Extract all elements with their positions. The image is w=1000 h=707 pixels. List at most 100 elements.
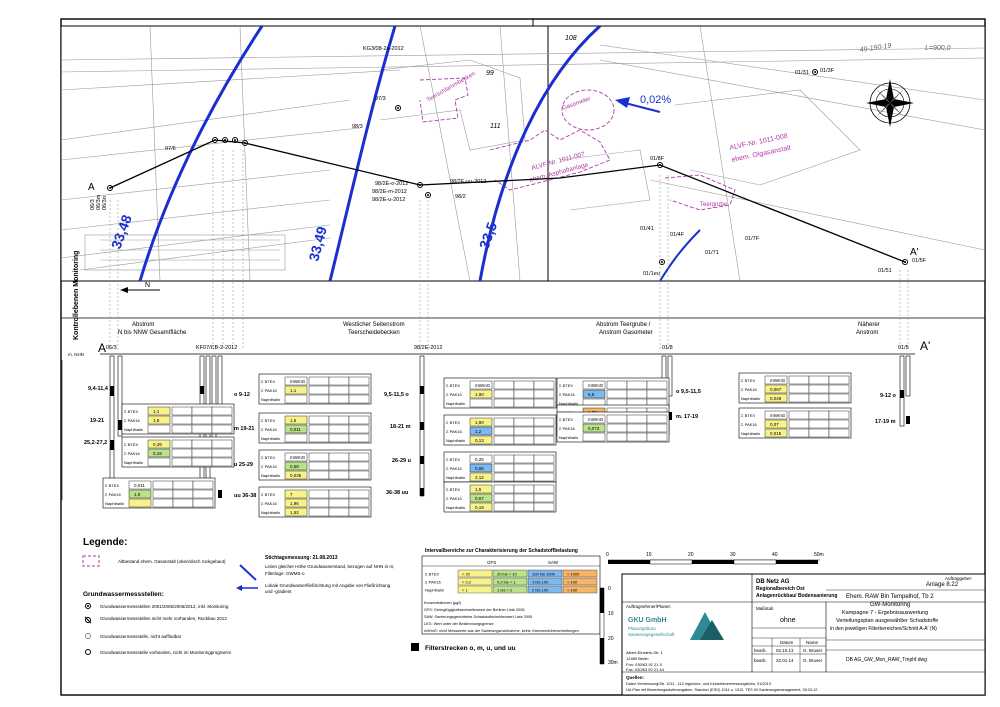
result-value: 6,5 [588,392,595,397]
result-value: 1,5 [290,418,297,423]
result-value: 1,9 [153,418,160,423]
scale-segment [776,560,818,564]
groundwater-contours [138,24,701,282]
well-column-label: KF07/CB-2-2012 [196,345,237,351]
result-empty-cell [308,433,330,443]
result-empty-cell [808,428,830,438]
result-row-label: Σ BTEX [446,487,460,492]
depth-label: 25,2-27,2 [84,440,107,446]
sheet-border [60,18,986,696]
result-row-label: Σ PAK16 [741,387,758,392]
contour-partial [659,229,701,282]
result-value-cell [469,454,493,464]
vscale-seg [600,588,604,613]
result-row-label: Σ BTEX [261,455,275,460]
result-empty-cell [192,489,214,499]
result-empty-cell [493,435,515,445]
result-empty-cell [308,507,330,517]
rating-cell [457,569,493,578]
result-value-cell [764,375,788,385]
rating-cell-value: 2 bis 100 [532,588,549,593]
result-value: mWmG [588,417,604,422]
result-empty-cell [211,448,233,458]
result-row-label: Naphthalin [261,510,280,515]
result-empty-cell [308,461,330,471]
result-value: 0,073 [588,426,600,431]
result-value: 1,5 [475,487,482,492]
result-empty-cell [493,426,515,436]
section-title: Näherer [858,322,880,328]
result-empty-cell [328,461,350,471]
name-col-label: Name [806,640,819,645]
result-empty-cell [191,439,213,449]
rating-cell [562,577,598,586]
depth-label: 18-21 m [390,424,411,430]
result-empty-cell [493,502,515,512]
well-label: 01/41 [640,226,654,232]
result-value-cell [469,463,493,473]
result-row-label: Σ PAK16 [446,496,463,501]
rating-cell-value: 100 bis 1000 [532,572,556,577]
result-empty-cell [513,463,535,473]
desc-line: Verteilungsplan ausgewählter Schadstoffe [836,618,938,624]
result-value: 0,19 [153,451,162,456]
result-value-cell [284,507,308,517]
result-empty-cell [808,419,830,429]
rating-cell [492,569,528,578]
source-line: Daten Vermessung/Str. 1011 - 113 Ingenie… [626,682,771,686]
result-row-label: Σ BTEX [124,442,138,447]
result-row-label: Σ BTEX [261,379,275,384]
rating-col-head: SAW [548,560,559,565]
legend-text: Linien gleicher Höhe Grundwasserstand, b… [265,564,394,569]
rating-cell [457,577,493,586]
result-empty-cell [513,380,535,390]
gw-legend-item: Grundwassermessstellen 2001/2005/2006/20… [100,604,229,609]
result-empty-cell [606,423,628,433]
result-value-cell [147,424,171,434]
result-value: 1,2 [475,429,482,434]
rating-cell [527,585,563,594]
result-empty-cell [308,452,330,462]
result-empty-cell [348,507,370,517]
company-fax: Fax: 030/63 92 21 44 [626,667,665,672]
result-empty-cell [606,380,628,390]
legend-title: Legende: [83,537,127,548]
rating-row-label: Σ BTEX [425,572,439,577]
depth-label: uu 36-38 [234,493,256,499]
result-value-cell [764,384,788,394]
result-empty-cell [533,426,555,436]
result-empty-cell [808,384,830,394]
well-label: 98/2E-o-2012 [375,181,408,187]
result-empty-cell [152,489,174,499]
rating-cell-value: < 0,2 [462,580,472,585]
map-number: L=900,0 [925,45,951,52]
result-empty-cell [788,410,810,420]
result-value-cell [284,385,308,395]
result-empty-cell [513,454,535,464]
gw-legend-item: Grundwassermessstellen nicht mehr vorhan… [100,616,227,621]
result-empty-cell [626,414,648,424]
result-empty-cell [513,398,535,408]
well-label: 01/5F [912,258,927,264]
result-empty-cell [348,498,370,508]
rating-cell-value: 1 bis 100 [532,580,549,585]
company-sub: Sanierungsgesellschaft [628,632,675,637]
drawing-description: Ehem. RAW Bln Tempelhof, Tb 2 GW-Monitor… [830,594,938,663]
result-empty-cell [308,376,330,386]
well-marker [812,69,818,75]
title-block-frame [621,573,986,696]
result-value-cell [764,419,788,429]
well-label: 01/1eu [643,271,660,277]
company-address: 12489 Berlin [626,656,648,661]
result-empty-cell [348,394,370,404]
well-marker [902,259,908,265]
result-row-label: Naphthalin [446,475,465,480]
result-value-cell [469,502,493,512]
result-empty-cell [788,393,810,403]
result-row-label: Σ PAK16 [261,388,278,393]
